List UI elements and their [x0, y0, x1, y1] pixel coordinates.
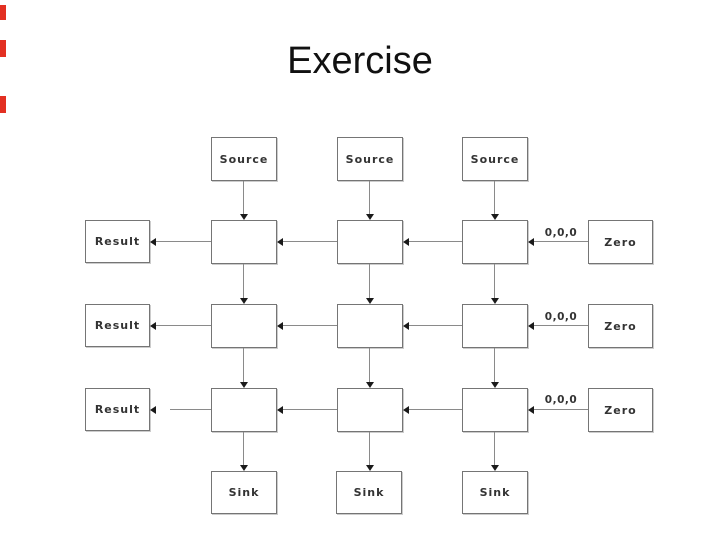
arrow-line-cell31-sink1: [243, 432, 244, 465]
arrow-line-cell23-cell22: [409, 325, 462, 326]
input-value-label-1: 0,0,0: [544, 227, 578, 239]
arrowhead-down-icon: [366, 298, 374, 304]
arrow-line-source1-cell11: [243, 181, 244, 214]
arrow-line-cell22-cell21: [283, 325, 337, 326]
arrowhead-down-icon: [240, 214, 248, 220]
zero-label: Zero: [604, 403, 637, 417]
left-edge-artifact: [0, 5, 6, 20]
arrow-line-cell12-cell22: [369, 264, 370, 298]
arrowhead-down-icon: [491, 298, 499, 304]
arrowhead-down-icon: [491, 214, 499, 220]
arrowhead-left-icon: [150, 406, 156, 414]
arrowhead-left-icon: [528, 406, 534, 414]
source-label: Source: [345, 152, 395, 166]
grid-cell-r3-c3: [462, 388, 528, 432]
arrowhead-left-icon: [403, 406, 409, 414]
arrowhead-down-icon: [366, 465, 374, 471]
grid-cell-r3-c2: [337, 388, 403, 432]
arrowhead-down-icon: [240, 382, 248, 388]
arrowhead-left-icon: [277, 406, 283, 414]
arrow-line-cell22-cell32: [369, 348, 370, 382]
result-box-1: Result: [85, 220, 150, 263]
grid-cell-r3-c1: [211, 388, 277, 432]
arrowhead-left-icon: [403, 322, 409, 330]
source-box-1: Source: [211, 137, 277, 181]
grid-cell-r1-c3: [462, 220, 528, 264]
arrow-line-source3-cell13: [494, 181, 495, 214]
arrowhead-left-icon: [403, 238, 409, 246]
source-label: Source: [470, 152, 520, 166]
arrow-line-cell32-cell31: [283, 409, 337, 410]
arrow-line-cell33-cell32: [409, 409, 462, 410]
slide-title: Exercise: [287, 40, 433, 82]
left-edge-artifact: [0, 40, 6, 57]
arrowhead-down-icon: [491, 382, 499, 388]
arrowhead-left-icon: [277, 238, 283, 246]
grid-cell-r2-c1: [211, 304, 277, 348]
zero-label: Zero: [604, 235, 637, 249]
sink-box-1: Sink: [211, 471, 277, 514]
result-label: Result: [94, 319, 141, 332]
arrow-line-cell33-sink3: [494, 432, 495, 465]
arrowhead-down-icon: [240, 465, 248, 471]
result-label: Result: [94, 403, 141, 416]
arrowhead-left-icon: [150, 322, 156, 330]
arrowhead-left-icon: [528, 322, 534, 330]
input-value-label-2: 0,0,0: [544, 311, 578, 323]
left-edge-artifact: [0, 96, 6, 113]
grid-cell-r1-c1: [211, 220, 277, 264]
source-box-2: Source: [337, 137, 403, 181]
input-value-label-3: 0,0,0: [544, 394, 578, 406]
result-box-3: Result: [85, 388, 150, 431]
sink-label: Sink: [353, 486, 385, 499]
source-label: Source: [219, 152, 269, 166]
arrow-line-cell31-result3: [170, 409, 211, 410]
arrow-line-cell32-sink2: [369, 432, 370, 465]
grid-cell-r2-c3: [462, 304, 528, 348]
zero-box-3: Zero: [588, 388, 653, 432]
result-label: Result: [94, 235, 141, 248]
sink-label: Sink: [479, 486, 511, 499]
arrow-line-cell21-cell31: [243, 348, 244, 382]
arrow-line-zero2-cell23: [534, 325, 588, 326]
zero-box-1: Zero: [588, 220, 653, 264]
sink-box-2: Sink: [336, 471, 402, 514]
arrowhead-left-icon: [277, 322, 283, 330]
arrowhead-down-icon: [366, 382, 374, 388]
arrowhead-down-icon: [366, 214, 374, 220]
arrow-line-cell23-cell33: [494, 348, 495, 382]
arrow-line-cell11-cell21: [243, 264, 244, 298]
arrow-line-cell12-cell11: [283, 241, 337, 242]
arrowhead-down-icon: [491, 465, 499, 471]
arrow-line-source2-cell12: [369, 181, 370, 214]
arrow-line-zero3-cell33: [534, 409, 588, 410]
source-box-3: Source: [462, 137, 528, 181]
arrow-line-cell13-cell12: [409, 241, 462, 242]
arrowhead-left-icon: [150, 238, 156, 246]
sink-label: Sink: [228, 486, 260, 499]
arrow-line-cell11-result1: [156, 241, 211, 242]
arrowhead-left-icon: [528, 238, 534, 246]
arrowhead-down-icon: [240, 298, 248, 304]
arrow-line-cell21-result2: [156, 325, 211, 326]
sink-box-3: Sink: [462, 471, 528, 514]
zero-label: Zero: [604, 319, 637, 333]
grid-cell-r1-c2: [337, 220, 403, 264]
grid-cell-r2-c2: [337, 304, 403, 348]
arrow-line-cell13-cell23: [494, 264, 495, 298]
arrow-line-zero1-cell13: [534, 241, 588, 242]
result-box-2: Result: [85, 304, 150, 347]
zero-box-2: Zero: [588, 304, 653, 348]
